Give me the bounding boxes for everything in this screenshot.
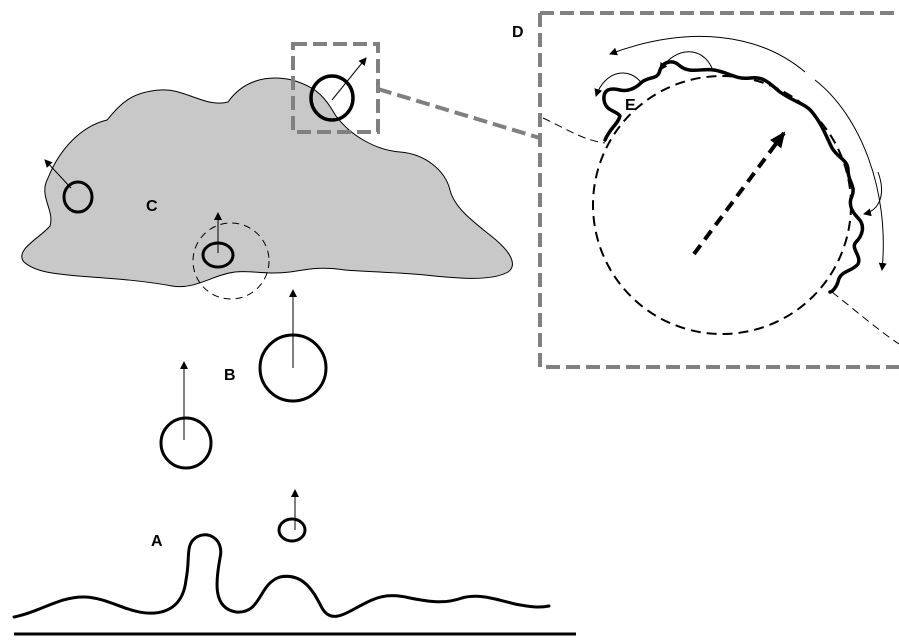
inset-motion-arrow (692, 131, 786, 256)
rising-bubble-left (159, 416, 213, 470)
inset-flow-arrow-right (814, 79, 887, 271)
label-d: D (512, 24, 524, 41)
foam-bubble-center-dashed-halo (192, 222, 270, 300)
foam-bubble-top-arrow (331, 57, 367, 101)
inset-flow-arrow-small-1 (594, 72, 643, 97)
label-c: C (146, 198, 158, 215)
foam-cloud (21, 77, 513, 288)
zoom-connector (377, 87, 541, 140)
foam-bubble-left (62, 180, 94, 214)
inset-flow-arrow-small-2 (659, 51, 713, 71)
inset-film-edge-left (542, 117, 606, 144)
inset-wrinkled-film (602, 60, 865, 294)
liquid-surface (12, 533, 551, 619)
inset-flow-arrow-small-3 (863, 171, 882, 217)
label-b: B (224, 367, 236, 384)
foam-bubble-left-arrow (44, 159, 72, 189)
label-e: E (625, 97, 636, 114)
inset-film-edge-right (831, 291, 899, 345)
label-a: A (151, 533, 163, 550)
zoom-box (291, 42, 380, 134)
small-bubble (277, 517, 307, 543)
inset-frame (538, 11, 899, 369)
foam-bubble-top (309, 74, 355, 122)
inset-flow-arrow-long (609, 35, 806, 73)
